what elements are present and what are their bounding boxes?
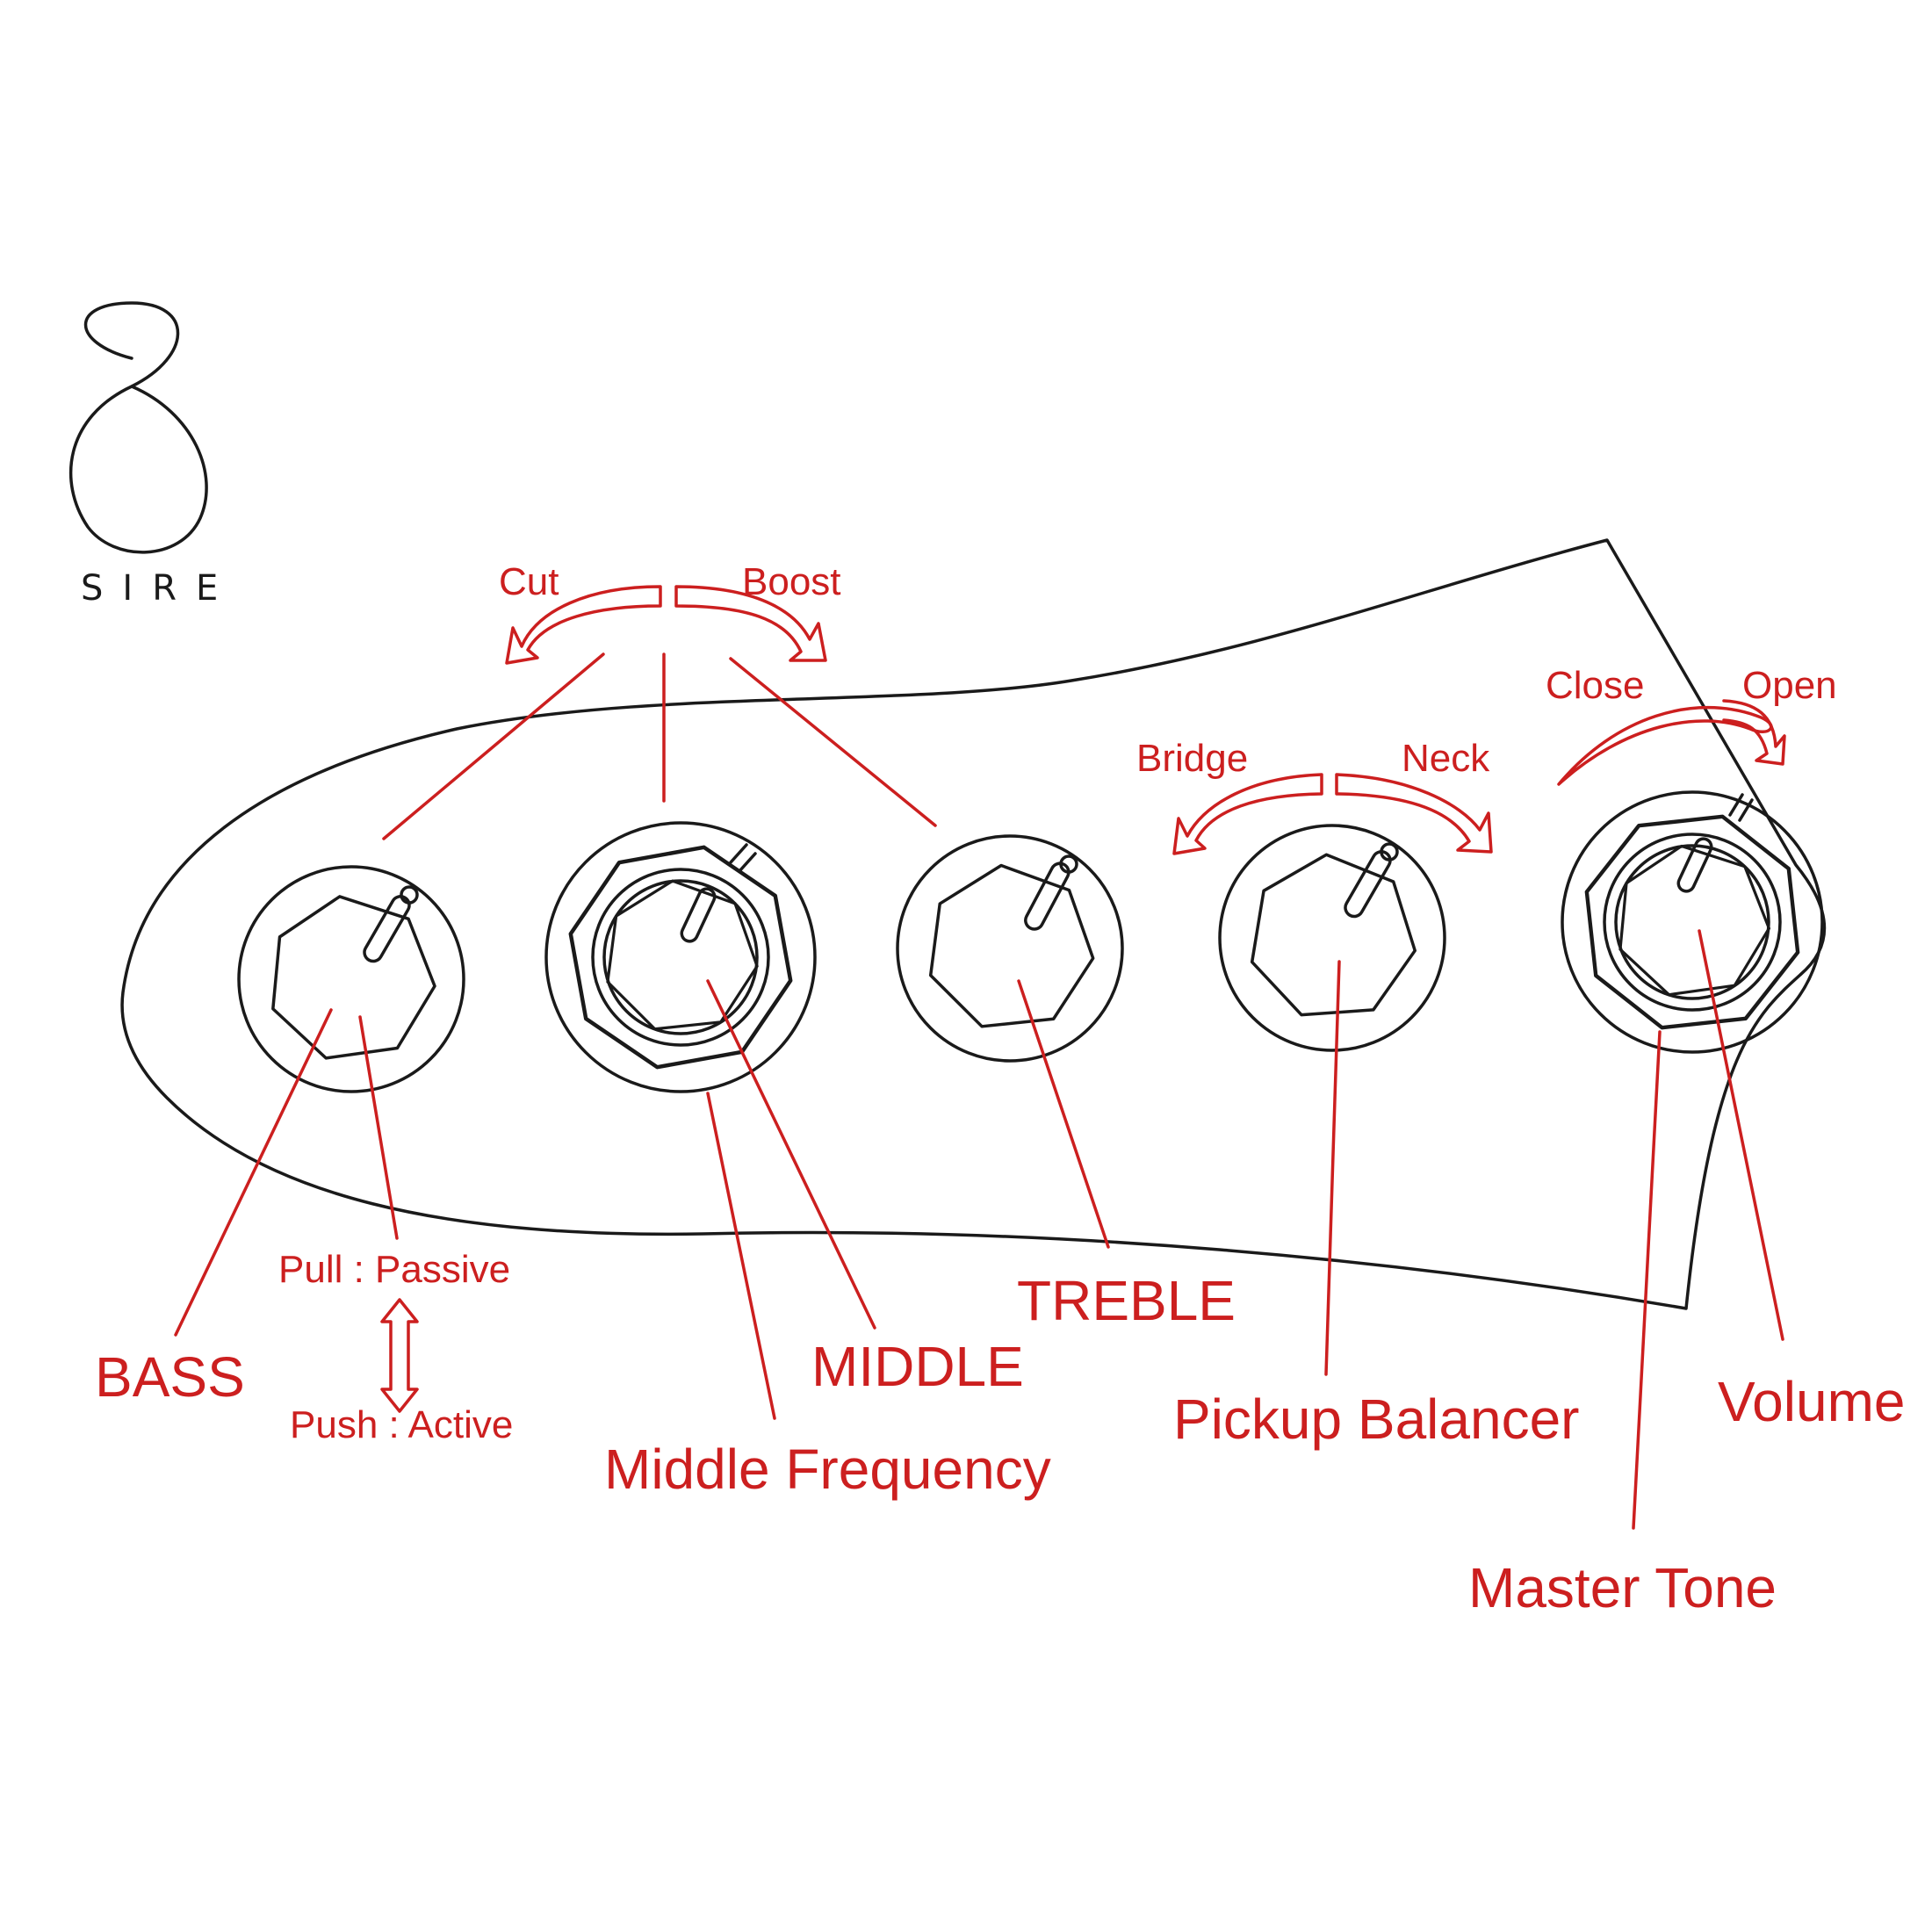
pickup-balancer-label: Pickup Balancer bbox=[1173, 1388, 1579, 1451]
bridge-arrow bbox=[1172, 773, 1323, 855]
bass-label: BASS bbox=[95, 1345, 245, 1409]
open-label: Open bbox=[1742, 664, 1837, 707]
bridge-label: Bridge bbox=[1136, 737, 1248, 780]
cut-label: Cut bbox=[499, 560, 559, 603]
push-active-label: Push : Active bbox=[290, 1403, 513, 1446]
neck-label: Neck bbox=[1402, 737, 1490, 780]
bridge-neck-arrows bbox=[1172, 773, 1493, 855]
sire-logo: SIRE bbox=[68, 301, 237, 609]
close-label: Close bbox=[1546, 664, 1645, 707]
boost-label: Boost bbox=[742, 560, 841, 603]
volume-label: Volume bbox=[1718, 1370, 1905, 1433]
treble-knob[interactable] bbox=[896, 834, 1124, 1063]
treble-label: TREBLE bbox=[1017, 1269, 1236, 1332]
neck-arrow bbox=[1335, 773, 1493, 854]
push-pull-arrow-shape bbox=[380, 1298, 419, 1413]
close-open-arrow bbox=[1557, 699, 1786, 786]
leader-lines bbox=[174, 652, 1784, 1530]
sire-s-icon bbox=[68, 301, 208, 554]
pull-passive-label: Pull : Passive bbox=[278, 1248, 510, 1291]
pickup-balancer-knob[interactable] bbox=[1218, 824, 1446, 1052]
middle-frequency-label: Middle Frequency bbox=[604, 1438, 1051, 1501]
close-open-arrow-shape bbox=[1557, 705, 1773, 786]
brand-name: SIRE bbox=[81, 568, 237, 609]
middle-stacked-knob[interactable] bbox=[544, 821, 817, 1093]
cut-boost-arrows bbox=[505, 585, 827, 665]
bass-knob[interactable] bbox=[237, 865, 465, 1093]
boost-arrow bbox=[674, 585, 827, 662]
cut-arrow bbox=[505, 585, 662, 665]
volume-tone-stacked-knob[interactable] bbox=[1556, 786, 1827, 1057]
push-pull-arrow bbox=[380, 1298, 419, 1413]
master-tone-label: Master Tone bbox=[1468, 1556, 1777, 1619]
middle-label: MIDDLE bbox=[811, 1335, 1024, 1398]
control-plate-outline bbox=[120, 538, 1827, 1310]
